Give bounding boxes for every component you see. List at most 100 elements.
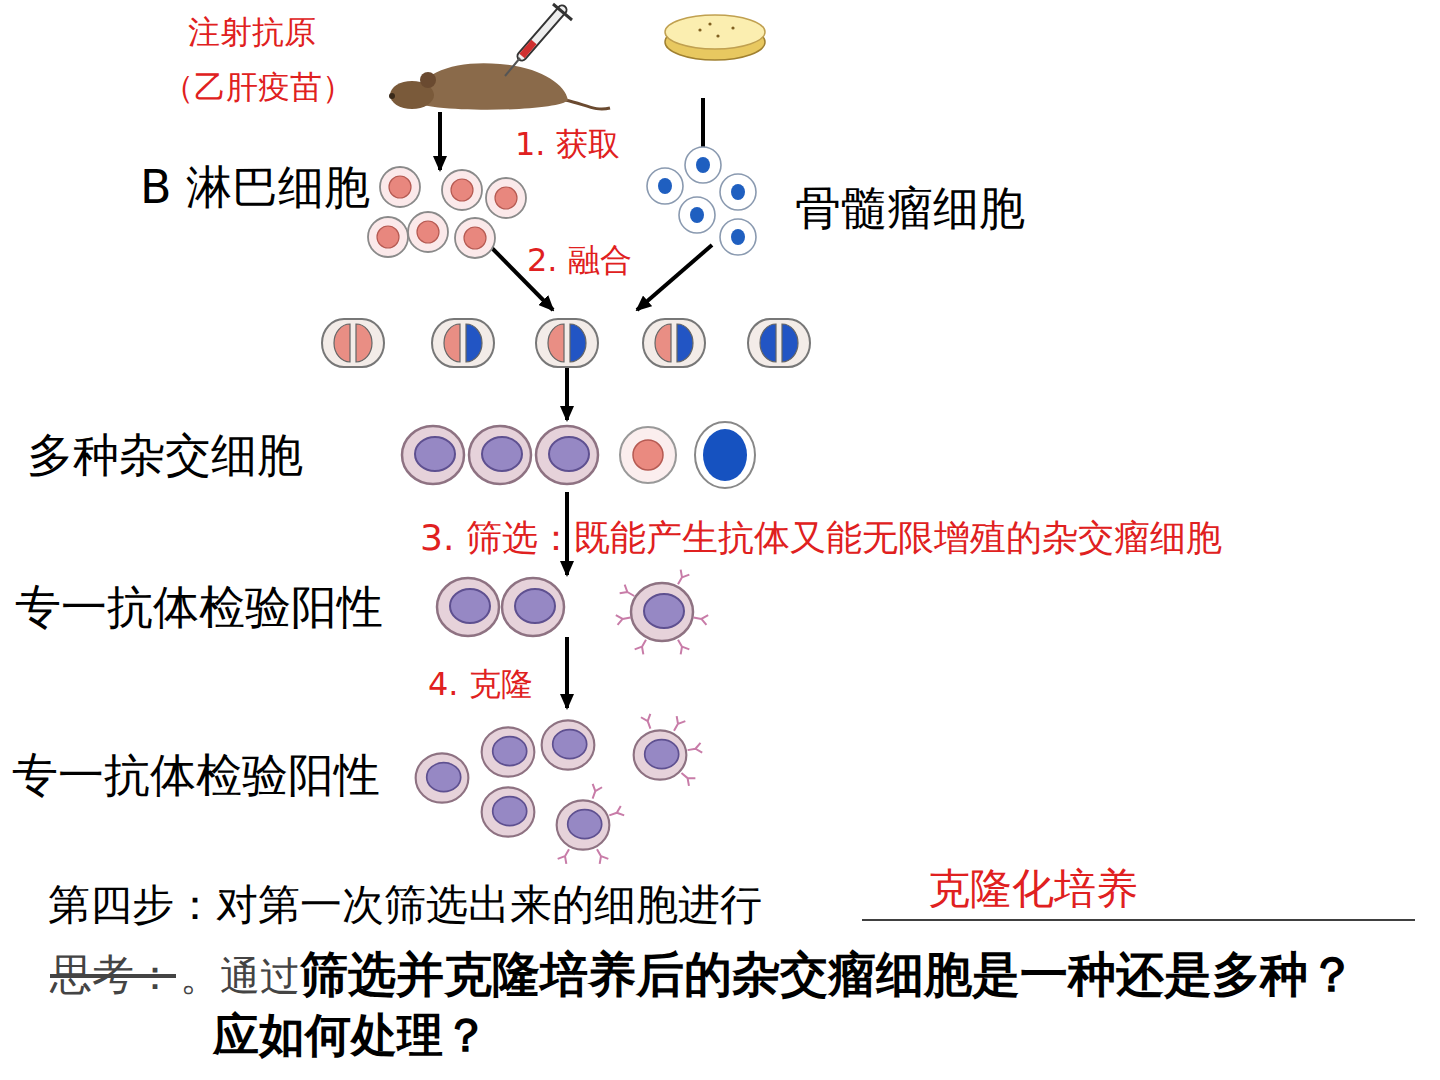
fused-nucleus: [444, 324, 460, 362]
syringe: [505, 4, 572, 76]
antibody: [593, 847, 609, 864]
fused-nucleus: [655, 324, 671, 362]
fused-pair: [322, 319, 384, 367]
fused-outline: [432, 319, 494, 367]
fused-nucleus: [356, 324, 372, 362]
myeloma-cell: [679, 197, 715, 233]
b-cell: [368, 217, 408, 257]
antibody: [620, 585, 637, 601]
hybrid-cell: [402, 426, 464, 484]
step-label: 4. 克隆: [428, 667, 533, 702]
b-cell: [442, 170, 482, 210]
antibodies: [558, 784, 625, 864]
arrow: [637, 245, 712, 310]
hybridoma-cell: [631, 583, 693, 641]
syringe-needle: [505, 58, 520, 76]
fused-pair: [748, 319, 810, 367]
syringe-barrel: [522, 10, 562, 56]
antibody: [558, 847, 574, 864]
cell-group: 骨髓瘤细胞: [640, 140, 1040, 260]
antibody: [674, 637, 690, 654]
step-label: 1. 获取: [515, 127, 620, 162]
antibody: [641, 714, 655, 731]
dish-top: [665, 15, 765, 49]
hybrid-cell: [469, 426, 531, 484]
petri-dish: [665, 15, 765, 60]
syringe-liquid: [522, 42, 534, 56]
syringe-barrel-inner: [522, 10, 562, 56]
antibody: [670, 716, 686, 733]
myeloma-cell: [720, 174, 756, 210]
question-text: 第四步：对第一次筛选出来的细胞进行: [48, 882, 762, 928]
colony-dot: [716, 34, 719, 37]
fused-outline: [643, 319, 705, 367]
antibody: [608, 806, 625, 820]
fused-nucleus: [782, 324, 798, 362]
cell-group: B 淋巴细胞: [130, 150, 540, 260]
hybridoma-cell: [502, 578, 564, 636]
fused-outline: [536, 319, 598, 367]
cell-outline: [695, 422, 755, 488]
fused-nucleus: [548, 324, 564, 362]
b-cell: [455, 218, 495, 258]
antibodies: [641, 714, 702, 786]
syringe-plunger: [553, 4, 572, 20]
annotation: （乙肝疫苗）: [162, 70, 354, 105]
group-heading: 多种杂交细胞: [27, 430, 303, 481]
mouse-nose: [389, 93, 395, 99]
cell-outline: [620, 427, 676, 483]
annotation: 注射抗原: [188, 15, 316, 50]
fused-pair: [432, 319, 494, 367]
hybridoma-cell: [416, 753, 469, 802]
mouse-body: [410, 63, 568, 110]
cell-nucleus: [703, 429, 747, 481]
step-label: 2. 融合: [527, 243, 632, 278]
antibody: [588, 784, 602, 801]
myeloma-cell: [647, 168, 683, 204]
answer-underline: [862, 919, 1415, 921]
fused-nucleus: [760, 324, 776, 362]
antibody: [678, 769, 695, 786]
fused-nucleus: [334, 324, 350, 362]
b-cell: [408, 212, 448, 252]
group-heading: 专一抗体检验阳性: [15, 582, 383, 633]
antibody: [693, 613, 709, 625]
cell-group: 多种杂交细胞: [20, 420, 790, 492]
hybridoma-cell: [634, 730, 687, 779]
group-heading: 骨髓瘤细胞: [795, 183, 1025, 234]
hybridoma-cell: [482, 727, 535, 776]
myeloma-cell: [720, 219, 756, 255]
group-heading: 专一抗体检验阳性: [12, 750, 380, 801]
step-label: 3. 筛选：既能产生抗体又能无限增殖的杂交瘤细胞: [420, 518, 1222, 558]
antibodies: [616, 570, 708, 655]
fused-outline: [322, 319, 384, 367]
hybridoma-cell: [437, 578, 499, 636]
flow-arrow: [565, 637, 569, 708]
arrow: [438, 112, 442, 170]
mouse: [389, 63, 610, 110]
b-cell: [486, 178, 526, 218]
cell-group: 专一抗体检验阳性: [10, 575, 730, 637]
hybridoma-cell: [542, 720, 595, 769]
antibody: [616, 613, 632, 625]
antibody: [687, 743, 703, 755]
antibody: [635, 637, 651, 654]
b-cell: [380, 167, 420, 207]
fused-nucleus: [466, 324, 482, 362]
fused-outline: [748, 319, 810, 367]
fused-nucleus: [677, 324, 693, 362]
hybridoma-cell: [557, 800, 610, 849]
colony-dot: [731, 26, 734, 29]
colony-dot: [708, 22, 711, 25]
hybrid-cell: [536, 426, 598, 484]
hybridoma-cell: [482, 787, 535, 836]
fused-pair: [536, 319, 598, 367]
cell-nucleus: [633, 440, 663, 470]
cell-group: 专一抗体检验阳性: [5, 708, 725, 858]
b-b-cell: [620, 427, 676, 483]
colony-dot: [698, 28, 701, 31]
fused-pair: [643, 319, 705, 367]
question-text: 筛选并克隆培养后的杂交瘤细胞是一种还是多种？: [300, 948, 1356, 1001]
answer-text: 克隆化培养: [928, 866, 1138, 912]
mouse-ear: [420, 72, 436, 88]
